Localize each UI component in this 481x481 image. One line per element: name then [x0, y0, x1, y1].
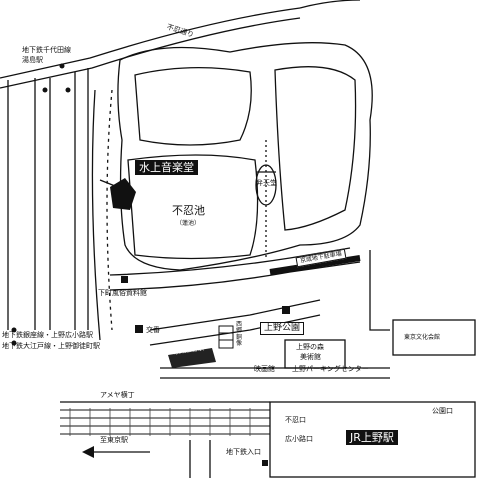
- label-subway-chiyoda-1: 地下鉄千代田線: [22, 46, 71, 54]
- pond-inner-east: [274, 66, 357, 231]
- subway-dot-4: [11, 327, 17, 333]
- venue-marker-icon: [110, 178, 136, 210]
- label-eiga: 映画館: [254, 365, 275, 373]
- label-forest-museum-1: 上野の森: [296, 343, 324, 351]
- road-south-pond: [109, 247, 351, 276]
- pond-inner-main: [127, 154, 259, 260]
- label-pond: 不忍池: [172, 204, 205, 217]
- label-exit-koen: 公園口: [432, 407, 453, 415]
- label-station-left-1: 地下鉄銀座線・上野広小路駅: [2, 331, 93, 339]
- label-to-tokyo: 至東京駅: [100, 436, 128, 444]
- road-shinobazu-lower: [0, 17, 301, 89]
- label-museum: 下町風俗資料館: [98, 289, 147, 297]
- bunka-kaikan-block: [392, 319, 476, 356]
- lane-park-2: [149, 314, 321, 346]
- label-station-left-2: 地下鉄大江戸線・上野御徒町駅: [2, 342, 100, 350]
- label-subway-exit: 地下鉄入口: [226, 448, 261, 456]
- road-west-pond-2: [106, 89, 113, 331]
- saigo-stairs-icon: [218, 325, 234, 349]
- road-shinobazu-upper: [0, 7, 301, 79]
- koban-marker-icon: [135, 325, 143, 333]
- road-south-pond-2: [109, 261, 361, 291]
- road-west-pond: [91, 89, 101, 341]
- label-koban: 交番: [146, 326, 160, 334]
- label-exit-hirokoji: 広小路口: [285, 435, 313, 443]
- keisei-entrance-icon: [168, 348, 216, 368]
- label-bunka-kaikan: 東京文化会館: [404, 334, 441, 341]
- park-structure-icon: [282, 306, 290, 314]
- museum-marker-icon: [121, 276, 128, 283]
- label-parking-center: 上野パーキングセンター: [292, 365, 369, 373]
- road-parking-band: [269, 255, 361, 275]
- label-ameyoko: アメヤ横丁: [100, 391, 135, 399]
- road-east-side: [369, 250, 390, 331]
- jr-station-block: [269, 401, 476, 478]
- road-east: [299, 0, 361, 9]
- subway-dot-1: [42, 87, 48, 93]
- label-saigo: 西郷銅像: [236, 321, 243, 347]
- label-benten: 弁天堂: [256, 179, 277, 187]
- lane-park-1: [149, 299, 321, 331]
- pond-inner-north: [134, 67, 252, 146]
- rail-ties: [69, 408, 251, 436]
- label-jr-station: JR上野駅: [346, 430, 398, 445]
- label-subway-chiyoda-2: 湯島駅: [22, 56, 43, 64]
- label-pond-sub: （蓮池）: [176, 220, 201, 227]
- subway-dot-2: [59, 63, 65, 69]
- subway-exit-icon: [262, 460, 268, 466]
- arrow-to-tokyo-icon: [82, 446, 94, 458]
- label-exit-shinobazu: 不忍口: [285, 416, 306, 424]
- label-ueno-park: 上野公園: [260, 322, 305, 335]
- subway-dot-5: [11, 340, 17, 346]
- label-venue: 水上音楽堂: [135, 160, 198, 175]
- label-forest-museum-2: 美術館: [300, 353, 321, 361]
- subway-dot-3: [65, 87, 71, 93]
